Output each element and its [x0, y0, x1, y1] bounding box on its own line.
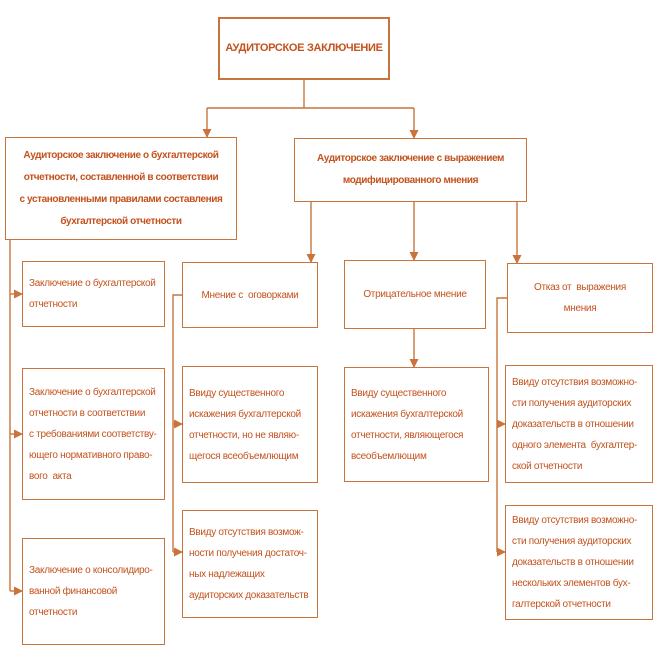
root-trunk-line: [207, 80, 414, 109]
node-qualified-opinion: Мнение с оговорками: [182, 262, 318, 328]
node-root-audit-opinion: АУДИТОРСКОЕ ЗАКЛЮЧЕНИЕ: [218, 17, 390, 80]
node-disclaimer-one-element: Ввиду отсутствия возможно- сти получения…: [505, 365, 653, 483]
node-consolidated-fs: Заключение о консолидиро- ванной финансо…: [22, 538, 165, 645]
node-qualified-insufficient-evidence: Ввиду отсутствия возмож- ности получения…: [182, 510, 318, 618]
node-qualified-misstatement: Ввиду существенного искажения бухгалтерс…: [182, 366, 318, 483]
node-fs-opinion: Заключение о бухгалтерской отчетности: [22, 261, 165, 327]
node-disclaimer-several-elements: Ввиду отсутствия возможно- сти получения…: [505, 505, 653, 620]
node-adverse-opinion: Отрицательное мнение: [344, 260, 486, 329]
qualified-rail: [172, 294, 182, 552]
node-unmodified-opinion: Аудиторское заключение о бухгалтерской о…: [5, 137, 237, 240]
node-disclaimer-of-opinion: Отказ от выражения мнения: [507, 263, 653, 333]
node-modified-opinion: Аудиторское заключение с выражением моди…: [294, 138, 527, 202]
node-adverse-pervasive: Ввиду существенного искажения бухгалтерс…: [344, 367, 489, 482]
node-fs-regulatory: Заключение о бухгалтерской отчетности в …: [22, 368, 165, 500]
